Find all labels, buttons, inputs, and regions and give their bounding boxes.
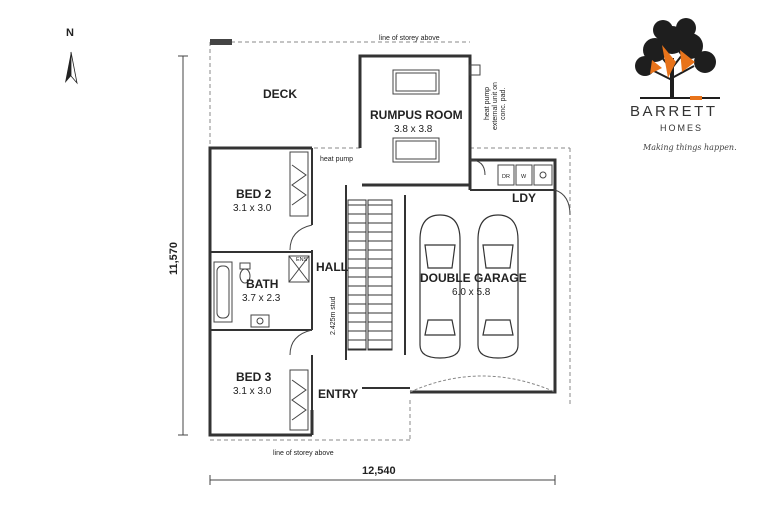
deck-edge-marker — [210, 39, 232, 45]
car-right-icon — [477, 214, 519, 359]
brand-name: BARRETT — [630, 103, 718, 120]
note-storey-top: line of storey above — [379, 35, 440, 42]
door-swings — [289, 159, 571, 356]
label-dryer: DR — [502, 174, 510, 180]
note-heat-pump: heat pump — [320, 156, 353, 163]
room-size-garage: 6.0 x 5.8 — [452, 287, 491, 298]
heat-pump-unit — [469, 64, 481, 76]
deck-outline — [209, 41, 470, 149]
garage-door-swing — [409, 375, 556, 393]
vanity — [250, 314, 270, 328]
note-heat-pump-external: heat pump external unit on conc. pad. — [484, 82, 507, 130]
storey-line-bottom — [210, 400, 411, 441]
svg-text:conc. pad.: conc. pad. — [500, 88, 507, 120]
note-stud-height: 2.425m stud — [330, 296, 337, 335]
dimension-width-label: 12,540 — [362, 465, 396, 477]
svg-text:external unit on: external unit on — [492, 82, 499, 130]
room-label-bed2: BED 2 — [236, 187, 272, 201]
room-size-bed2: 3.1 x 3.0 — [233, 203, 272, 214]
wardrobe-bed3 — [289, 369, 309, 431]
room-label-garage: DOUBLE GARAGE — [420, 271, 527, 285]
room-size-rumpus: 3.8 x 3.8 — [394, 124, 433, 135]
room-label-hall: HALL — [316, 260, 348, 274]
laundry-appliances — [497, 164, 553, 186]
car-left-icon — [419, 214, 461, 359]
label-washer: W — [521, 174, 527, 180]
staircase — [347, 199, 393, 351]
room-size-bed3: 3.1 x 3.0 — [233, 386, 272, 397]
wardrobe-bed2 — [289, 151, 309, 217]
room-label-bed3: BED 3 — [236, 370, 272, 384]
room-label-bath: BATH — [246, 277, 278, 291]
toilet — [239, 262, 251, 284]
brand-subtitle: HOMES — [660, 123, 704, 133]
interior-walls — [210, 148, 555, 410]
note-storey-bottom: line of storey above — [273, 450, 334, 457]
garage-eave-outline — [470, 147, 571, 405]
exterior-walls — [208, 54, 557, 437]
dimension-lines — [178, 55, 556, 485]
barrett-tree-logo-icon — [635, 18, 720, 100]
north-arrow-icon — [65, 51, 78, 85]
room-label-rumpus: RUMPUS ROOM — [370, 108, 463, 122]
room-label-deck: DECK — [263, 87, 297, 101]
svg-text:heat pump: heat pump — [484, 87, 491, 120]
bathtub — [213, 261, 233, 323]
room-size-bath: 3.7 x 2.3 — [242, 293, 281, 304]
sofa-bottom — [392, 137, 440, 163]
dimension-height-label: 11,570 — [168, 242, 180, 275]
shower — [288, 255, 310, 283]
compass-label: N — [66, 27, 74, 39]
room-label-ldy: LDY — [512, 191, 536, 205]
room-label-entry: ENTRY — [318, 387, 358, 401]
brand-tagline: Making things happen. — [643, 143, 737, 152]
label-ensuite: ENS — [296, 257, 308, 263]
sofa-top — [392, 69, 440, 95]
